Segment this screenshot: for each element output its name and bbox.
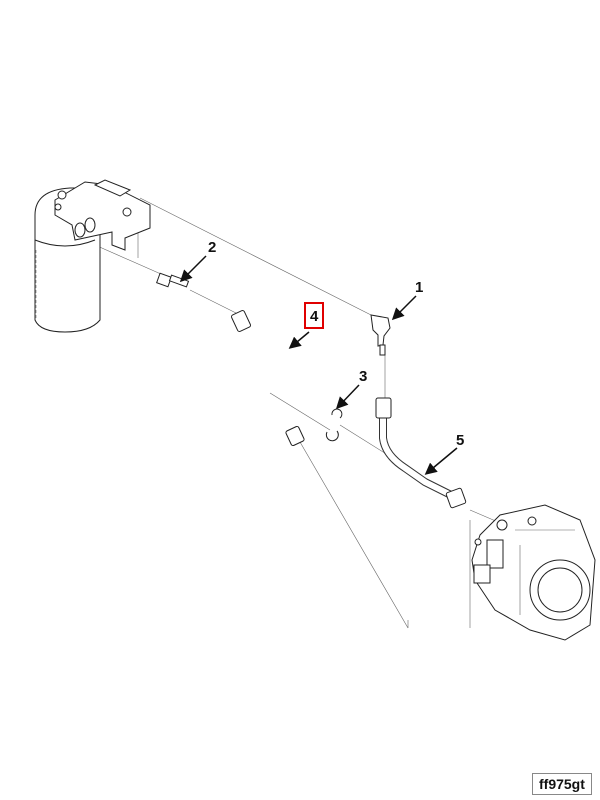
callout-5-label[interactable]: 5 bbox=[456, 432, 465, 449]
part-4-fuel-hose bbox=[228, 310, 305, 447]
callout-4-arrow bbox=[288, 331, 310, 349]
callout-4-highlight-box bbox=[304, 302, 324, 329]
part-5-fuel-hose bbox=[375, 397, 467, 509]
callout-5-arrow bbox=[424, 447, 458, 475]
callout-2-arrow bbox=[179, 255, 207, 283]
fuel-filter bbox=[34, 179, 151, 333]
figure-reference-code: ff975gt bbox=[532, 773, 592, 795]
callout-2-label[interactable]: 2 bbox=[208, 239, 217, 256]
callout-4-label[interactable]: 4 bbox=[310, 308, 319, 325]
callout-3-label[interactable]: 3 bbox=[359, 368, 368, 385]
callout-1-label[interactable]: 1 bbox=[415, 279, 424, 296]
part-3-clips bbox=[325, 408, 343, 442]
fuel-injection-pump bbox=[471, 504, 596, 641]
callout-1-arrow bbox=[391, 295, 417, 321]
part-2-connector bbox=[156, 272, 190, 288]
part-1-elbow-fitting bbox=[370, 314, 391, 356]
callout-3-arrow bbox=[335, 384, 360, 410]
assembly-guide-lines bbox=[94, 197, 506, 629]
